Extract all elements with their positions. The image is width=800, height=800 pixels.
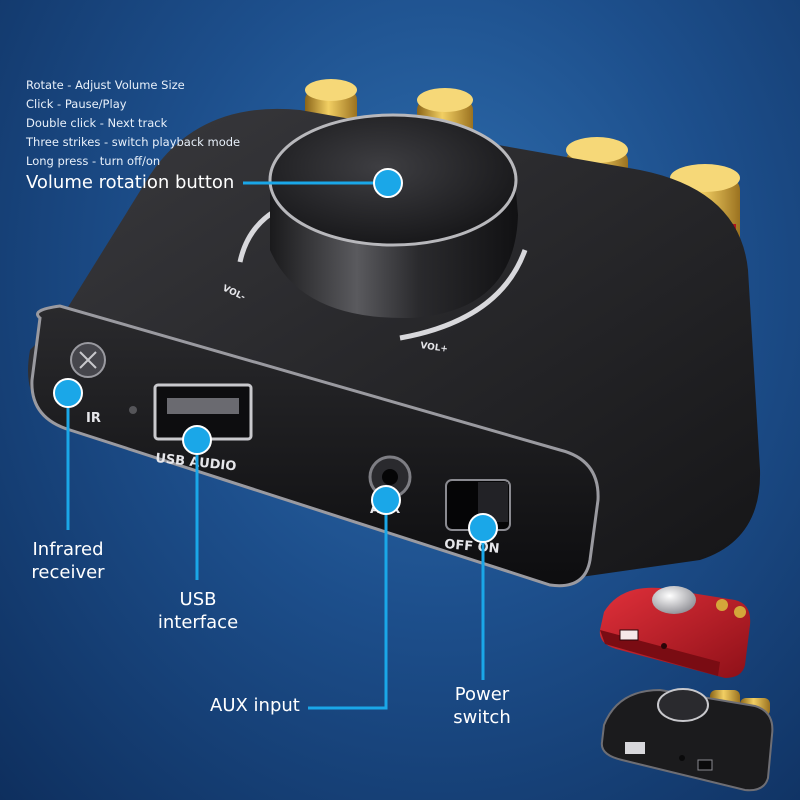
- vol-plus-label: VOL+: [420, 341, 449, 355]
- usb-line2: interface: [157, 612, 239, 633]
- aux-dot: [371, 485, 401, 515]
- power-line1: Power: [454, 684, 510, 705]
- aux-input-label: AUX input: [210, 695, 300, 716]
- instruction-double-click: Double click - Next track: [26, 116, 168, 130]
- ir-dot: [53, 378, 83, 408]
- ir-label: IR: [86, 411, 101, 426]
- infrared-line1: Infrared: [32, 539, 104, 560]
- volume-button-dot: [373, 168, 403, 198]
- usb-interface-label: USB interface: [146, 588, 250, 634]
- operation-instructions: Rotate - Adjust Volume Size Click - Paus…: [26, 76, 240, 171]
- power-switch-label: Power switch: [430, 683, 534, 729]
- volume-knob: [268, 113, 518, 319]
- instruction-click: Click - Pause/Play: [26, 97, 127, 111]
- callout-lines: [66, 181, 485, 710]
- infrared-receiver-label: Infrared receiver: [16, 538, 120, 584]
- power-line2: switch: [453, 707, 511, 728]
- power-toggle: [445, 479, 511, 531]
- infrared-line2: receiver: [31, 562, 105, 583]
- usb-line1: USB: [179, 589, 217, 610]
- instruction-long-press: Long press - turn off/on: [26, 154, 161, 168]
- ir-logo-icon: [70, 342, 106, 378]
- instruction-three-strikes: Three strikes - switch playback mode: [26, 135, 241, 149]
- red-variant-thumbnail: [599, 586, 751, 678]
- volume-button-label: Volume rotation button: [26, 172, 235, 193]
- callout-dots: [53, 168, 498, 543]
- black-variant-thumbnail: [600, 688, 774, 792]
- power-dot: [468, 513, 498, 543]
- usb-port: [153, 383, 253, 441]
- indicator-led: [129, 406, 137, 414]
- instruction-rotate: Rotate - Adjust Volume Size: [26, 78, 185, 92]
- usb-dot: [182, 425, 212, 455]
